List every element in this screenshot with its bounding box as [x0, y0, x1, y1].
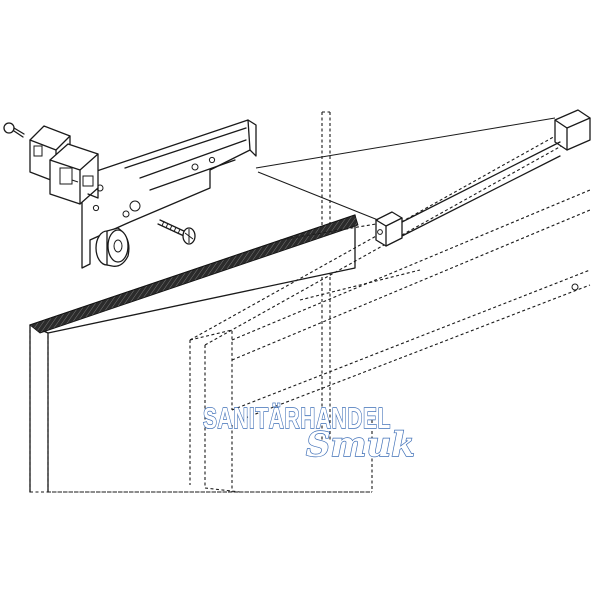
- roller-wheel-icon: [95, 227, 130, 267]
- watermark: SANITÄRHANDEL Smuk: [202, 401, 415, 466]
- drawer-panel: [29, 214, 359, 493]
- stop-clip-icon: [3, 122, 99, 205]
- rear-stop: [554, 109, 591, 151]
- screw-icon: [157, 219, 196, 245]
- edge-band: [29, 214, 359, 334]
- rail-bracket: [81, 119, 257, 269]
- watermark-line2: Smuk: [306, 425, 415, 465]
- watermark-line1: SANITÄRHANDEL: [203, 402, 391, 435]
- front-stop: [375, 141, 561, 247]
- leader-lines: [255, 117, 556, 221]
